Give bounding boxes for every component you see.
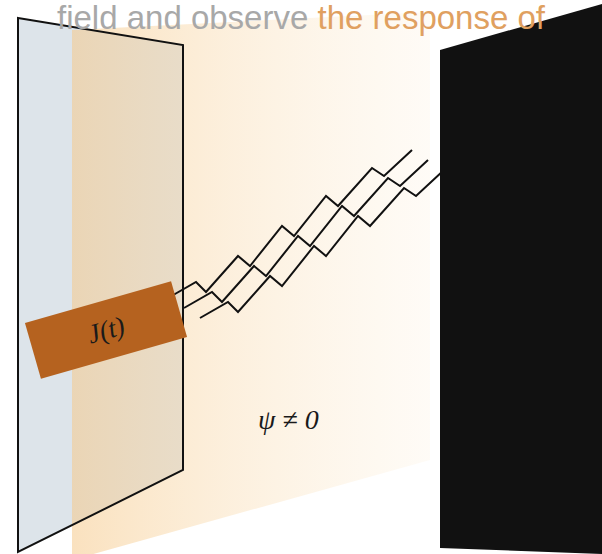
heading-text: field and observe <box>57 0 308 36</box>
slide-heading: field and observe the response of <box>0 0 602 37</box>
light-glow <box>72 12 430 554</box>
field-label: ψ ≠ 0 <box>258 404 319 436</box>
heading-text: the response of <box>318 0 546 36</box>
detector-plane <box>440 4 602 554</box>
source-label: J(t) <box>84 310 129 350</box>
zigzag-ray <box>200 170 444 318</box>
wavy-rays <box>168 150 444 318</box>
zigzag-ray <box>184 160 428 308</box>
